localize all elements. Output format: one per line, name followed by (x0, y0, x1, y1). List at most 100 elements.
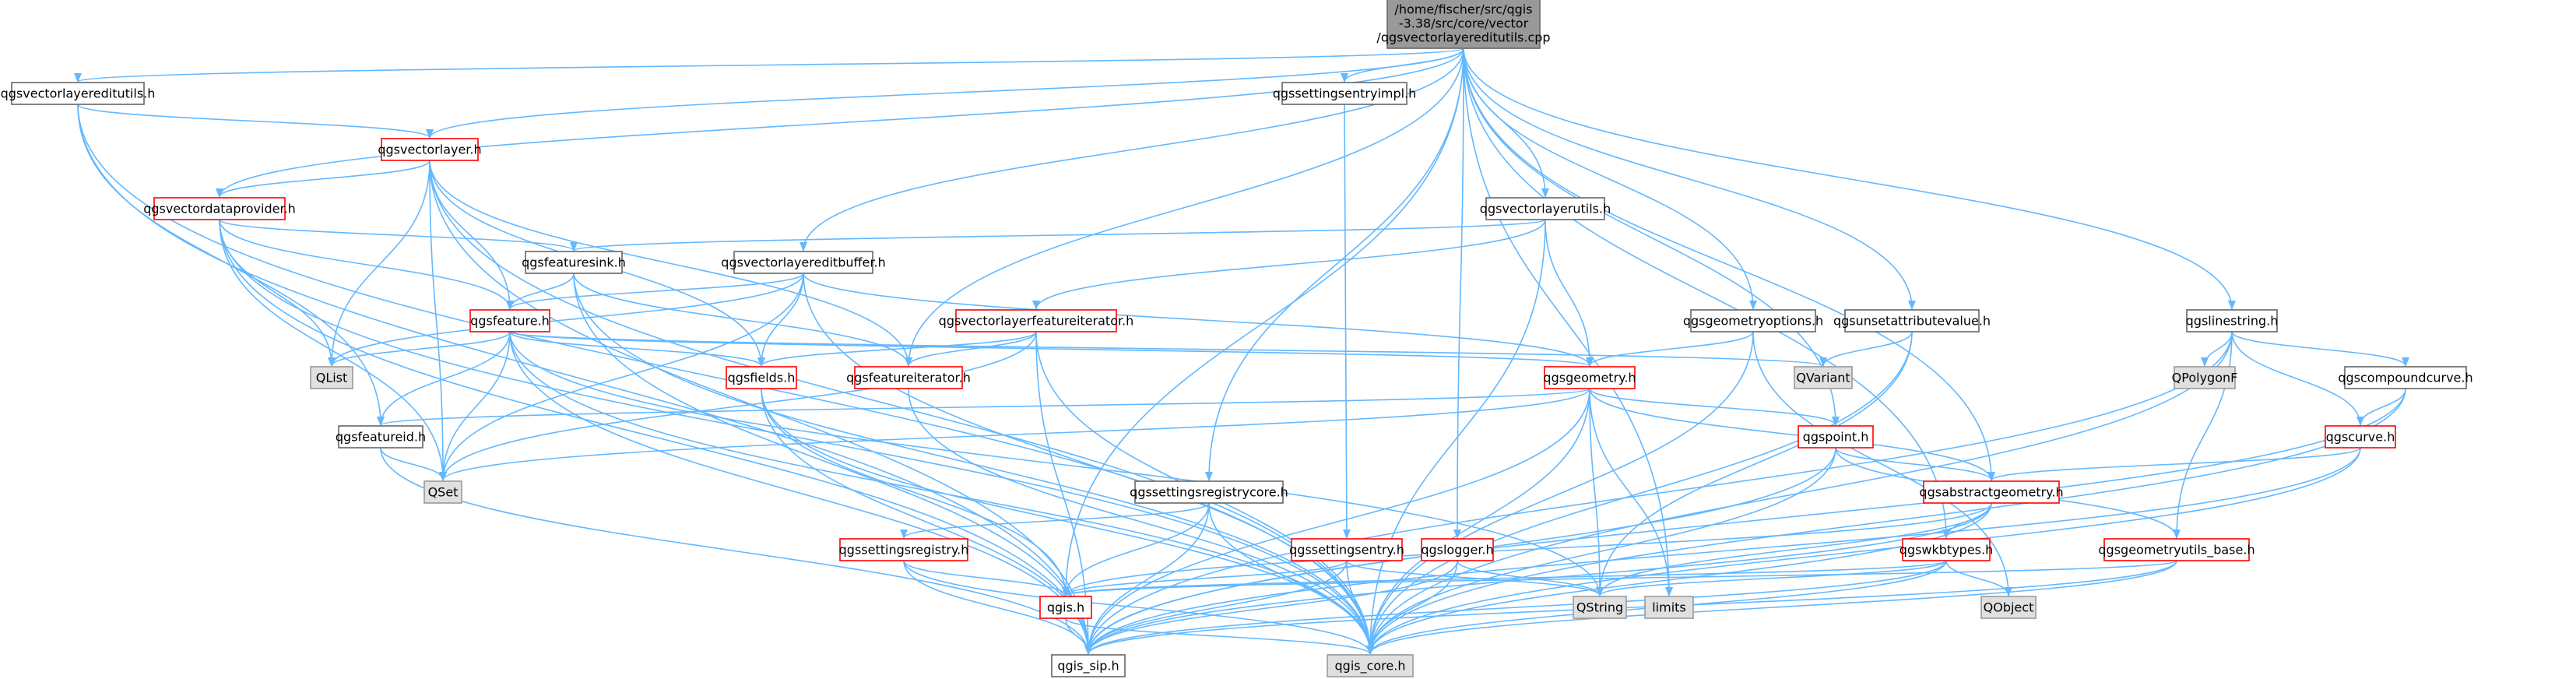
node-box (1573, 596, 1627, 619)
edge-qgssettingsregistrycore_h-to-qgis_sip_h (1084, 502, 1210, 655)
node-qgslogger-h[interactable]: qgslogger.h (1421, 538, 1494, 561)
edge-qgsvectorlayereditbuffer_h-to-qlist (328, 273, 804, 367)
edge-qgssettingsentryimpl_h-to-qgssettingsentry_h (1342, 104, 1351, 539)
edge-qgsvectorlayerutils_h-to-qgis_core_h (1366, 219, 1546, 655)
node-box (1039, 596, 1092, 619)
node-qgsvectorlayerfeatureiterator-h[interactable]: qgsvectorlayerfeatureiterator.h (939, 309, 1134, 332)
node-qgsunsetattributevalue-h[interactable]: qgsunsetattributevalue.h (1833, 309, 1991, 332)
node-box (1386, 0, 1541, 49)
edge-qgsgeometry_h-to-qgspoint_h (1589, 388, 1840, 426)
edge-qgsvectorlayerutils_h-to-qgsgeometry_h (1545, 219, 1594, 367)
node-qgis-sip-h[interactable]: qgis_sip.h (1051, 654, 1126, 677)
edge-root-to-limits (1463, 47, 1673, 596)
node-qgis-h[interactable]: qgis.h (1039, 596, 1092, 619)
node-qgsgeometryoptions-h[interactable]: qgsgeometryoptions.h (1683, 309, 1823, 332)
node-qgsgeometryutils-base-h[interactable]: qgsgeometryutils_base.h (2098, 538, 2255, 561)
edge-qgsfeature_h-to-qgsgeometry_h (509, 331, 1594, 367)
node-label: qgslinestring.h (2186, 314, 2279, 329)
edge-root-to-qgslogger_h (1453, 47, 1464, 539)
node-box (1281, 82, 1407, 105)
node-label: qgscurve.h (2326, 430, 2395, 445)
edge-qgsvectordataprovider_h-to-qset (219, 219, 447, 481)
node-label: QString (1576, 600, 1623, 615)
edge-qgsvectorlayerfeatureiterator_h-to-qgsfeatureiterator_h (905, 331, 1037, 367)
node-qgscompoundcurve-h[interactable]: qgscompoundcurve.h (2338, 366, 2473, 389)
node-qgsvectorlayereditutils-h[interactable]: qgsvectorlayereditutils.h (1, 82, 156, 105)
edge-qgsvectorlayereditutils_h-to-qgis_sip_h (77, 104, 1092, 655)
node-root[interactable]: /home/fischer/src/qgis-3.38/src/core/vec… (1376, 0, 1551, 49)
edge-root-to-qgsvectorlayereditbuffer_h (800, 47, 1464, 252)
node-label: qgscompoundcurve.h (2338, 371, 2472, 385)
node-label: qgsvectorlayerutils.h (1480, 202, 1611, 216)
node-qgsvectorlayereditbuffer-h[interactable]: qgsvectorlayereditbuffer.h (721, 251, 886, 274)
node-qgsabstractgeometry-h[interactable]: qgsabstractgeometry.h (1919, 480, 2064, 504)
node-label: QList (316, 371, 348, 385)
node-qgscurve-h[interactable]: qgscurve.h (2325, 425, 2396, 449)
node-label: /home/fischer/src/qgis (1394, 2, 1532, 17)
edge-qgsfeatureid_h-to-qset (380, 447, 447, 481)
edge-qgsgeometry_h-to-qgsabstractgeometry_h (1589, 388, 1995, 481)
node-box (726, 366, 797, 389)
node-qgswkbtypes-h[interactable]: qgswkbtypes.h (1899, 538, 1993, 561)
node-box (2174, 366, 2236, 389)
node-label: qgis_core.h (1335, 659, 1406, 674)
node-label: qgswkbtypes.h (1899, 543, 1993, 558)
node-qgsfields-h[interactable]: qgsfields.h (726, 366, 797, 389)
node-qgsfeaturesink-h[interactable]: qgsfeaturesink.h (522, 251, 626, 274)
edge-qgssettingsregistrycore_h-to-qgssettingsregistry_h (900, 502, 1210, 539)
edge-root-to-qgsvectordataprovider_h (216, 47, 1464, 198)
node-box (11, 82, 145, 105)
edge-qgscurve_h-to-qgis_sip_h (1084, 447, 2361, 655)
edge-root-to-qgspoint_h (1463, 47, 1840, 426)
node-qgssettingsentryimpl-h[interactable]: qgssettingsentryimpl.h (1273, 82, 1417, 105)
node-qobject: QObject (1980, 596, 2037, 619)
node-qgslinestring-h[interactable]: qgslinestring.h (2186, 309, 2279, 332)
edge-root-to-qgsunsetattributevalue_h (1463, 47, 1916, 310)
edge-qgswkbtypes_h-to-qgis_h (1062, 560, 1947, 596)
node-qgssettingsregistry-h[interactable]: qgssettingsregistry.h (839, 538, 969, 561)
node-box (1980, 596, 2037, 619)
edge-qgssettingsregistrycore_h-to-qgis_h (1062, 502, 1210, 596)
node-label: qgsvectorlayereditbuffer.h (721, 255, 885, 270)
node-label: qgis_sip.h (1057, 659, 1119, 674)
node-box (1327, 654, 1414, 677)
edge-qgsvectorlayer_h-to-qlist (328, 160, 431, 367)
node-box (1794, 366, 1853, 389)
edge-qgscompoundcurve_h-to-qgis_core_h (1366, 388, 2406, 655)
node-qgsgeometry-h[interactable]: qgsgeometry.h (1543, 366, 1636, 389)
node-label: qgis.h (1047, 600, 1084, 615)
node-qgsfeatureiterator-h[interactable]: qgsfeatureiterator.h (846, 366, 971, 389)
node-box (1690, 309, 1816, 332)
node-box (2186, 309, 2278, 332)
node-qgis-core-h: qgis_core.h (1327, 654, 1414, 677)
node-qgsvectorlayer-h[interactable]: qgsvectorlayer.h (378, 138, 482, 161)
node-box (1051, 654, 1126, 677)
node-qgspoint-h[interactable]: qgspoint.h (1798, 425, 1874, 449)
edge-qgsunsetattributevalue_h-to-qstring (1596, 331, 1913, 596)
node-box (1134, 480, 1284, 504)
edge-root-to-qgis_h (1062, 47, 1464, 596)
node-qgsvectorlayerutils-h[interactable]: qgsvectorlayerutils.h (1480, 197, 1611, 220)
node-qgsfeatureid-h[interactable]: qgsfeatureid.h (336, 425, 426, 449)
node-qgssettingsregistrycore-h[interactable]: qgssettingsregistrycore.h (1130, 480, 1288, 504)
node-qgsfeature-h[interactable]: qgsfeature.h (469, 309, 550, 332)
edge-qgslinestring_h-to-qgis_core_h (1366, 331, 2233, 655)
node-qset: QSet (423, 480, 462, 504)
edge-qgsabstractgeometry_h-to-qgis_h (1062, 502, 1992, 596)
edge-qgswkbtypes_h-to-qobject (1945, 560, 2012, 596)
node-box (1923, 480, 2060, 504)
node-qgssettingsentry-h[interactable]: qgssettingsentry.h (1289, 538, 1404, 561)
edge-qgslinestring_h-to-qgis_sip_h (1084, 331, 2233, 655)
edge-qgsgeometry_h-to-limits (1589, 388, 1673, 596)
edge-root-to-qgsvectorlayereditutils_h (74, 47, 1464, 83)
edge-root-to-qgssettingsregistrycore_h (1205, 47, 1464, 481)
edge-qgsgeometry_h-to-qgsfeatureid_h (377, 388, 1590, 426)
edge-qgsunsetattributevalue_h-to-qgis_core_h (1366, 331, 1913, 655)
edge-qgsvectorlayer_h-to-qgsvectordataprovider_h (216, 160, 431, 198)
node-label: qgsvectorlayereditutils.h (1, 86, 156, 101)
node-box (469, 309, 550, 332)
node-box (338, 425, 423, 449)
node-qgsvectordataprovider-h[interactable]: qgsvectordataprovider.h (143, 197, 296, 220)
edge-qgsvectorlayereditbuffer_h-to-qgsfields_h (757, 273, 804, 367)
node-box (1844, 309, 1980, 332)
